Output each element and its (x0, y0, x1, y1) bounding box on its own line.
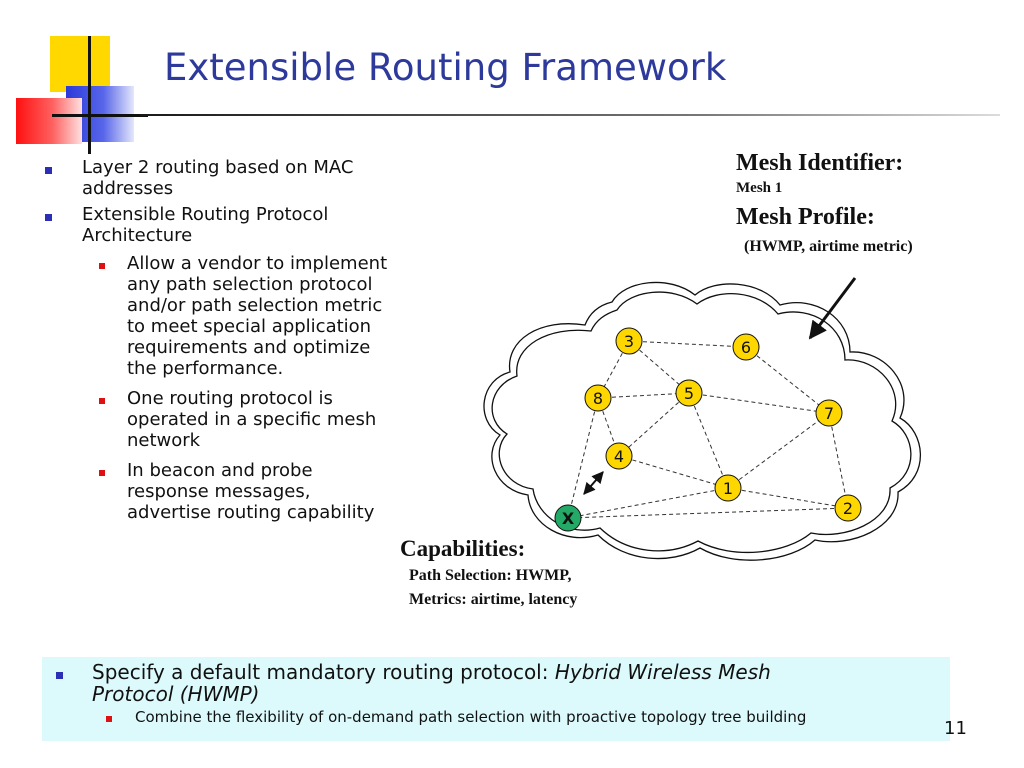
bullet-2: Extensible Routing Protocol Architecture (82, 204, 329, 246)
node-5: 5 (675, 379, 703, 407)
node-label: X (562, 509, 575, 528)
node-label: 1 (723, 479, 733, 498)
node-circle (714, 474, 742, 502)
sub-bullet-marker (99, 263, 105, 269)
footer-sub-bullet: Combine the flexibility of on-demand pat… (135, 708, 807, 726)
node-label: 5 (684, 384, 694, 403)
node-label: 8 (593, 389, 603, 408)
sub-bullet-2: One routing protocol is operated in a sp… (127, 388, 377, 451)
sub-bullet-1: Allow a vendor to implement any path sel… (127, 253, 388, 379)
bullet-1: Layer 2 routing based on MAC addresses (82, 157, 354, 199)
node-1: 1 (714, 474, 742, 502)
capabilities-line-2: Metrics: airtime, latency (409, 591, 578, 608)
mesh-identifier-value: Mesh 1 (736, 180, 783, 196)
mesh-profile-value: (HWMP, airtime metric) (744, 238, 913, 255)
logo-vertical-line (88, 36, 91, 154)
link-6-7 (745, 346, 830, 414)
bullet-marker (56, 672, 63, 679)
node-label: 3 (624, 332, 634, 351)
link-7-2 (828, 412, 849, 509)
node-7: 7 (815, 399, 843, 427)
link-arrow-4-x (583, 471, 604, 495)
capabilities-label: Capabilities: (400, 536, 526, 561)
logo-horizontal-line (52, 114, 148, 117)
link-1-2 (727, 487, 849, 509)
mesh-profile-label: Mesh Profile: (736, 204, 875, 230)
node-circle (815, 399, 843, 427)
footer-main-bullet: Specify a default mandatory routing prot… (92, 660, 771, 706)
node-circle (605, 442, 633, 470)
link-5-7 (688, 392, 830, 414)
node-label: 2 (843, 499, 853, 518)
link-1-X (567, 487, 729, 519)
bullet-marker (45, 167, 52, 174)
node-label: 4 (614, 447, 624, 466)
capabilities-line-1: Path Selection: HWMP, (409, 567, 572, 584)
sub-bullet-marker (106, 716, 112, 722)
pointer-arrow (808, 277, 857, 340)
node-label: 6 (741, 338, 751, 357)
link-5-1 (688, 392, 729, 489)
link-8-5 (597, 392, 690, 399)
bullet-marker (45, 214, 52, 221)
node-circle (675, 379, 703, 407)
node-circle (834, 494, 862, 522)
mesh-identifier-label: Mesh Identifier: (736, 150, 904, 176)
logo-red-block (16, 98, 82, 144)
link-5-4 (618, 392, 690, 457)
node-6: 6 (732, 333, 760, 361)
sub-bullet-3: In beacon and probe response messages, a… (127, 460, 375, 523)
sub-bullet-marker (99, 470, 105, 476)
node-3: 3 (615, 327, 643, 355)
node-circle (732, 333, 760, 361)
node-2: 2 (834, 494, 862, 522)
logo-yellow-block (50, 36, 110, 92)
sub-bullet-marker (99, 398, 105, 404)
network-nodes: 3 6 8 5 7 4 1 2X (554, 327, 862, 532)
link-4-1 (618, 455, 729, 489)
node-circle (615, 327, 643, 355)
node-label: 7 (824, 404, 834, 423)
node-circle (584, 384, 612, 412)
page-number: 11 (944, 718, 967, 739)
link-2-X (567, 507, 849, 519)
link-3-6 (628, 340, 747, 348)
title-underline (140, 114, 1000, 116)
node-4: 4 (605, 442, 633, 470)
footer-highlight-box (42, 657, 950, 741)
node-circle (554, 504, 582, 532)
slide-title: Extensible Routing Framework (164, 46, 727, 89)
node-x: X (554, 504, 582, 532)
node-8: 8 (584, 384, 612, 412)
